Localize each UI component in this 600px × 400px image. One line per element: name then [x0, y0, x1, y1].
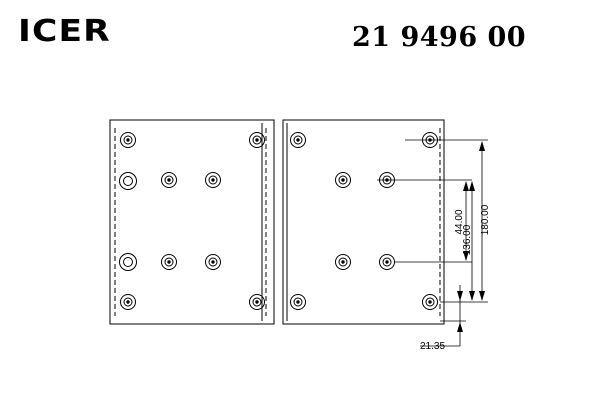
- rivet-hole: [249, 132, 265, 148]
- rivet-hole: [120, 132, 136, 148]
- rivet-hole: [161, 172, 177, 188]
- rivet-hole: [335, 254, 351, 270]
- rivet-hole-large: [119, 253, 137, 271]
- right-lining-pad: [282, 119, 445, 325]
- right-pad-outline: [282, 119, 445, 325]
- rivet-hole: [290, 132, 306, 148]
- arrow-up: [457, 322, 463, 332]
- left-pad-outline: [109, 119, 275, 325]
- dimension-lines: [420, 141, 485, 347]
- rivet-hole: [422, 294, 438, 310]
- arrow-up: [479, 141, 485, 151]
- dimension-label-136: 136.00: [462, 224, 473, 255]
- arrow-down: [479, 291, 485, 301]
- rivet-hole: [335, 172, 351, 188]
- dimension-label-44: 44.00: [454, 209, 465, 234]
- rivet-hole: [120, 294, 136, 310]
- rivet-hole: [205, 254, 221, 270]
- arrow-down: [463, 251, 469, 261]
- right-pad-rivets: [290, 132, 438, 310]
- rivet-hole: [205, 172, 221, 188]
- left-lining-pad: [109, 119, 275, 325]
- rivet-hole-large: [119, 172, 137, 190]
- part-number: 21 9496 00: [352, 22, 527, 53]
- rivet-hole: [249, 294, 265, 310]
- dimension-label-21-35: 21.35: [420, 341, 445, 352]
- left-pad-rivets: [119, 132, 265, 310]
- extension-lines: [377, 139, 488, 322]
- arrow-down: [469, 291, 475, 301]
- rivet-hole: [290, 294, 306, 310]
- rivet-hole: [161, 254, 177, 270]
- brand-logo: ICER: [18, 14, 111, 49]
- rivet-hole: [379, 254, 395, 270]
- arrow-up: [463, 181, 469, 191]
- dimension-label-180: 180.00: [480, 204, 491, 235]
- arrow-down: [457, 291, 463, 301]
- arrow-up: [469, 181, 475, 191]
